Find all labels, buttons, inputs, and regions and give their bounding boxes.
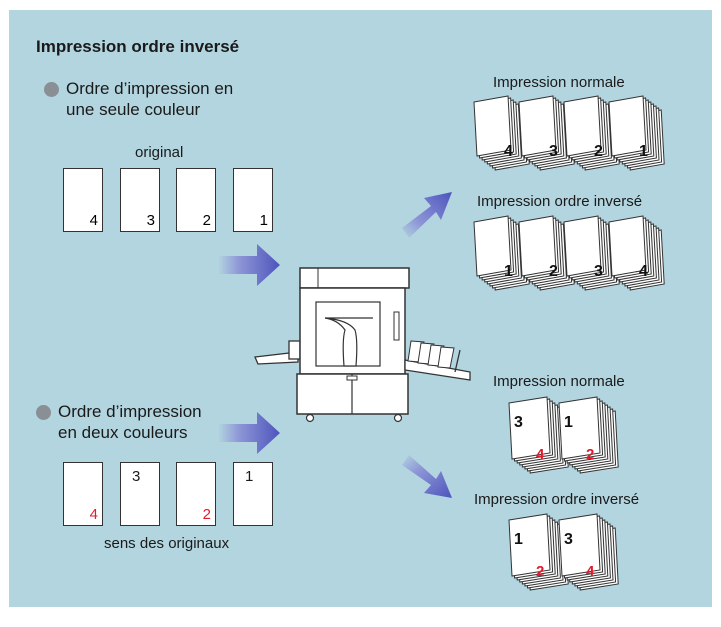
stack-number: 2 (549, 263, 558, 280)
section-one-heading-line1: Ordre d’impression en (66, 79, 234, 98)
paper-stack: 2 (563, 95, 620, 171)
originals-label: original (135, 144, 184, 161)
stack-number: 3 (549, 143, 558, 160)
paper-sheet (518, 95, 557, 157)
paper-sheet (608, 95, 647, 157)
arrow-right-icon (218, 244, 280, 286)
page-number: 4 (89, 212, 98, 229)
page-number: 3 (146, 212, 155, 229)
stack-number: 3 (564, 531, 573, 548)
stack-number: 1 (639, 143, 648, 160)
output-label: Impression ordre inversé (474, 491, 640, 508)
paper-stack: 3 (518, 95, 575, 171)
stack-number: 1 (504, 263, 513, 280)
page-number: 2 (202, 212, 211, 229)
page-number: 3 (132, 468, 141, 485)
stack-number: 1 (564, 414, 573, 431)
stack-number: 2 (594, 143, 603, 160)
paper-sheet (518, 215, 557, 277)
original-page: 4 (63, 462, 103, 526)
original-page: 2 (176, 168, 216, 232)
arrow-up-right-icon (402, 192, 452, 238)
page-number: 1 (245, 468, 254, 485)
paper-sheet (508, 396, 551, 460)
paper-sheet (563, 215, 602, 277)
stack-number: 4 (639, 263, 648, 280)
stack-number: 3 (594, 263, 603, 280)
section-two-heading-line2: en deux couleurs (58, 423, 188, 442)
paper-stack: 34 (558, 513, 619, 591)
stack-number: 2 (586, 446, 594, 463)
bullet-icon (36, 405, 51, 420)
stack-number: 2 (536, 563, 544, 580)
page-number: 2 (202, 506, 211, 523)
paper-sheet (563, 95, 602, 157)
stack-number: 1 (514, 531, 523, 548)
output-label: Impression ordre inversé (477, 193, 643, 210)
paper-sheet (473, 95, 512, 157)
paper-stack: 2 (518, 215, 575, 291)
paper-stack: 34 (508, 396, 569, 474)
paper-stack: 4 (473, 95, 530, 171)
original-page: 3 (120, 462, 160, 526)
paper-stack: 1 (608, 95, 665, 171)
originals-direction-label: sens des originaux (104, 535, 230, 552)
original-page: 1 (233, 462, 273, 526)
original-page: 3 (120, 168, 160, 232)
diagram-title: Impression ordre inversé (36, 37, 240, 56)
paper-sheet (558, 513, 601, 577)
arrow-down-right-icon (402, 455, 452, 498)
original-page: 1 (233, 168, 273, 232)
stack-number: 3 (514, 414, 523, 431)
stack-number: 4 (586, 563, 595, 580)
output-label: Impression normale (493, 373, 625, 390)
page-number: 1 (259, 212, 268, 229)
page-number: 4 (89, 506, 98, 523)
paper-stack: 4 (608, 215, 665, 291)
paper-sheet (508, 513, 551, 577)
paper-stack: 12 (508, 513, 569, 591)
stack-number: 4 (504, 143, 513, 160)
stack-number: 4 (536, 446, 545, 463)
paper-stack: 1 (473, 215, 530, 291)
original-page: 4 (63, 168, 103, 232)
original-page: 2 (176, 462, 216, 526)
paper-sheet (608, 215, 647, 277)
paper-stack: 12 (558, 396, 619, 474)
paper-sheet (558, 396, 601, 460)
section-one-heading-line2: une seule couleur (66, 100, 201, 119)
arrow-right-icon (218, 412, 280, 454)
output-label: Impression normale (493, 74, 625, 91)
paper-sheet (473, 215, 512, 277)
paper-stack: 3 (563, 215, 620, 291)
bullet-icon (44, 82, 59, 97)
section-two-heading-line1: Ordre d’impression (58, 402, 202, 421)
